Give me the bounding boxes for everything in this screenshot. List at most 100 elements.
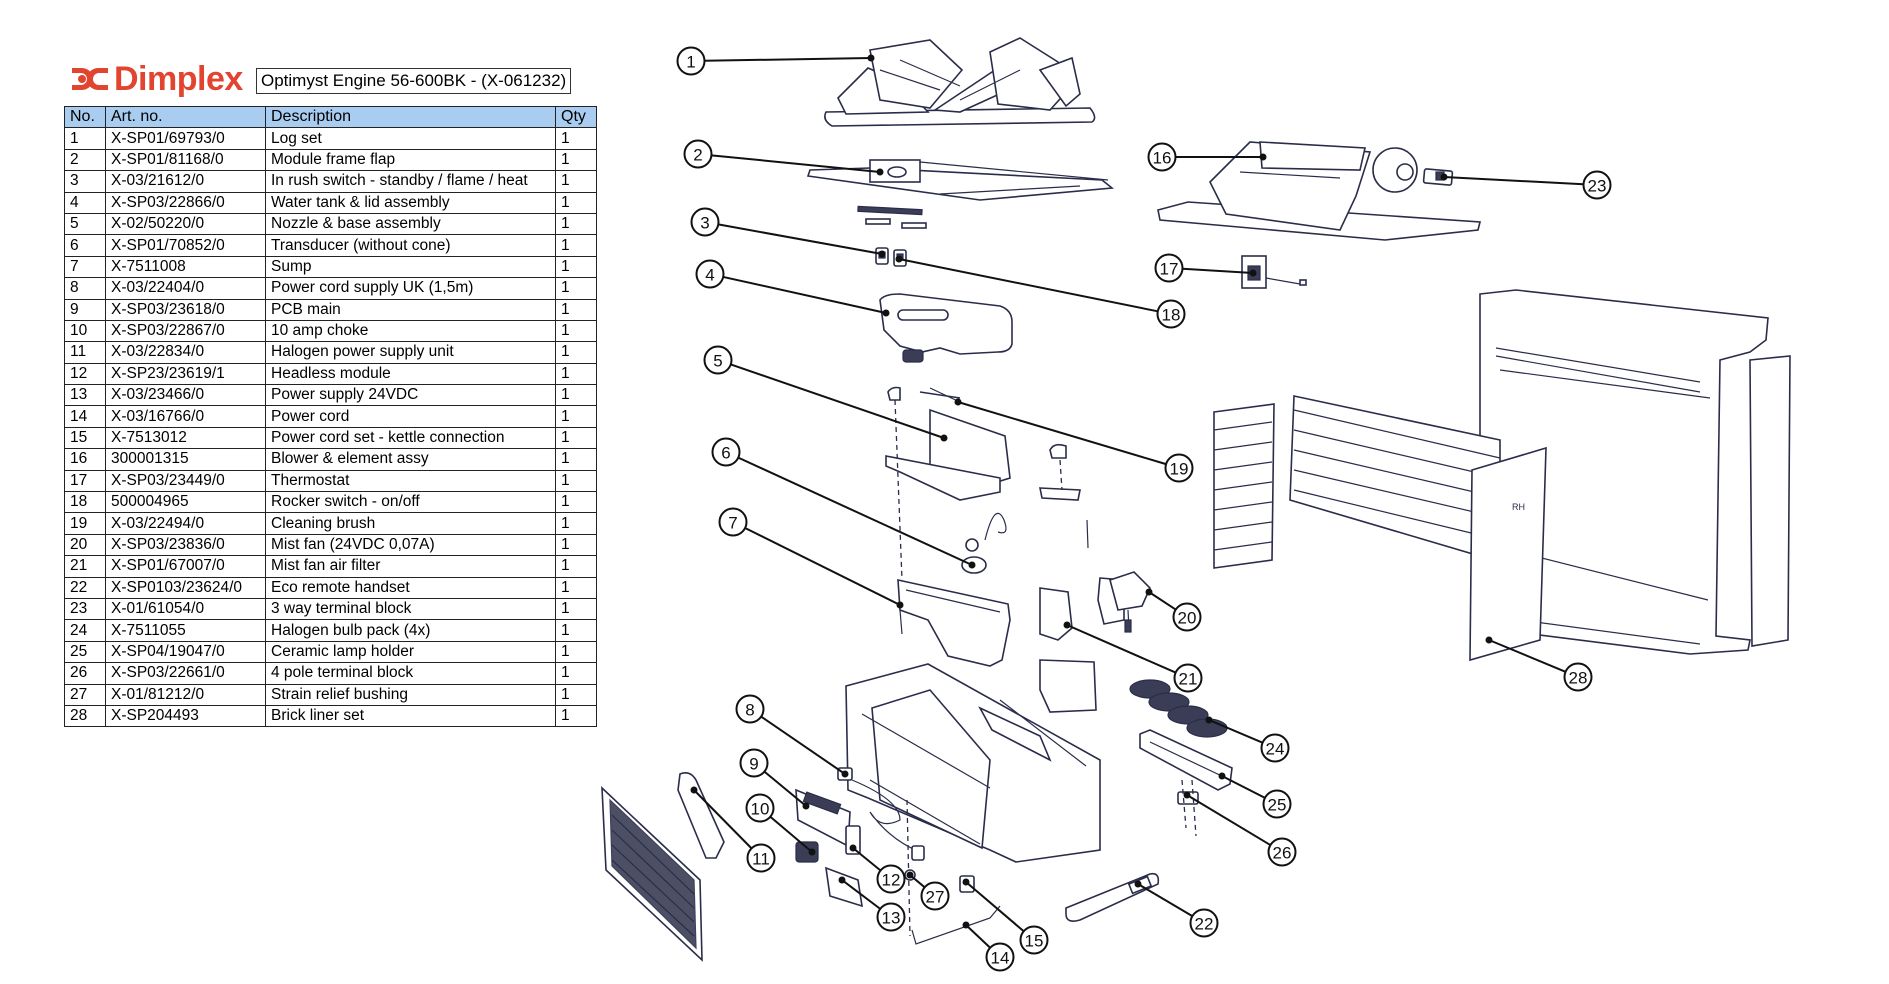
leader-dot-5 <box>940 434 948 442</box>
leader-dot-21 <box>1063 621 1071 629</box>
callout-circle <box>735 694 765 724</box>
callout-terminal-block-3way: 23 <box>1582 170 1612 200</box>
callout-number: 17 <box>1160 260 1179 279</box>
leader-line-24 <box>1208 719 1263 744</box>
cell-description: Ceramic lamp holder <box>265 640 556 664</box>
callout-number: 23 <box>1588 177 1607 196</box>
cell-art-no: X-SP23/23619/1 <box>105 362 266 386</box>
leader-dot-18 <box>895 255 903 263</box>
cell-qty: 1 <box>555 191 597 214</box>
callout-circle <box>746 843 776 873</box>
cell-description: Water tank & lid assembly <box>265 191 556 214</box>
callout-number: 22 <box>1195 915 1214 934</box>
leader-dot-11 <box>690 786 698 794</box>
callout-thermostat: 17 <box>1154 253 1184 283</box>
cell-no: 10 <box>64 319 106 343</box>
callout-number: 27 <box>926 888 945 907</box>
callout-number: 21 <box>1179 670 1198 689</box>
halogen-psu-drawing <box>677 772 725 859</box>
cell-art-no: X-7513012 <box>105 426 266 450</box>
callout-number: 3 <box>700 214 709 233</box>
callout-power-cord: 14 <box>985 942 1015 972</box>
leader-dot-16 <box>1259 153 1267 161</box>
callout-circle <box>1267 837 1297 867</box>
callout-circle <box>1262 789 1292 819</box>
callout-circle <box>1563 662 1593 692</box>
callout-number: 7 <box>728 514 737 533</box>
leader-line-2 <box>711 154 881 173</box>
leader-line-8 <box>760 715 846 775</box>
leader-dot-24 <box>1205 716 1213 724</box>
leader-line-21 <box>1066 624 1177 674</box>
callout-ceramic-lamp-holder: 25 <box>1262 789 1292 819</box>
callout-number: 26 <box>1273 844 1292 863</box>
callout-headless-module: 12 <box>876 864 906 894</box>
callout-blower-element: 16 <box>1147 142 1177 172</box>
callout-rocker-switch: 18 <box>1156 299 1186 329</box>
log-set-drawing <box>824 37 1096 127</box>
callout-pcb-main: 9 <box>739 748 769 778</box>
table-header-row: No. Art. no. Description Qty <box>64 105 597 129</box>
cell-art-no: X-SP04/19047/0 <box>105 640 266 664</box>
callout-number: 24 <box>1266 740 1285 759</box>
leader-dot-4 <box>882 309 890 317</box>
cell-art-no: X-01/61054/0 <box>105 597 266 621</box>
cell-art-no: X-7511055 <box>105 619 266 642</box>
callout-circle <box>711 437 741 467</box>
callout-mist-fan: 20 <box>1172 602 1202 632</box>
callout-circle <box>676 46 706 76</box>
leader-dot-8 <box>841 770 849 778</box>
cell-art-no: X-03/22494/0 <box>105 512 266 535</box>
mist-fan-drawing <box>1097 571 1151 633</box>
callout-number: 6 <box>721 444 730 463</box>
callout-circle <box>683 139 713 169</box>
callout-number: 13 <box>882 909 901 928</box>
callout-number: 25 <box>1268 796 1287 815</box>
nozzle-base-drawing <box>885 386 1089 549</box>
leader-dot-23 <box>1440 173 1448 181</box>
callout-number: 10 <box>751 800 770 819</box>
callout-number: 11 <box>752 850 770 869</box>
callout-number: 5 <box>713 352 722 371</box>
cell-no: 15 <box>64 426 106 450</box>
cell-description: Power cord supply UK (1,5m) <box>265 277 556 300</box>
callout-brick-liner-set: 28 <box>1563 662 1593 692</box>
callout-number: 12 <box>882 871 901 890</box>
leader-dot-12 <box>849 844 857 852</box>
leader-line-12 <box>852 847 882 872</box>
callout-circle <box>876 864 906 894</box>
leader-line-3 <box>718 223 883 255</box>
leader-line-26 <box>1186 794 1271 846</box>
leader-line-6 <box>737 456 973 566</box>
callout-circle <box>718 507 748 537</box>
leader-dot-25 <box>1218 772 1226 780</box>
callout-strain-relief-bushing: 27 <box>920 881 950 911</box>
leader-dot-6 <box>968 561 976 569</box>
svg-text:RH: RH <box>1512 502 1525 512</box>
cell-no: 11 <box>64 341 106 364</box>
cell-art-no: X-SP03/22661/0 <box>105 662 266 685</box>
callout-circle <box>920 881 950 911</box>
callout-circle <box>739 748 769 778</box>
callout-circle <box>1164 453 1194 483</box>
leader-dot-3 <box>878 250 886 258</box>
leader-dot-10 <box>808 848 816 856</box>
dimplex-logo: Dimplex <box>70 60 243 98</box>
remote-handset-drawing <box>1065 872 1160 922</box>
leader-lines <box>690 54 1584 949</box>
leader-line-23 <box>1443 176 1584 186</box>
